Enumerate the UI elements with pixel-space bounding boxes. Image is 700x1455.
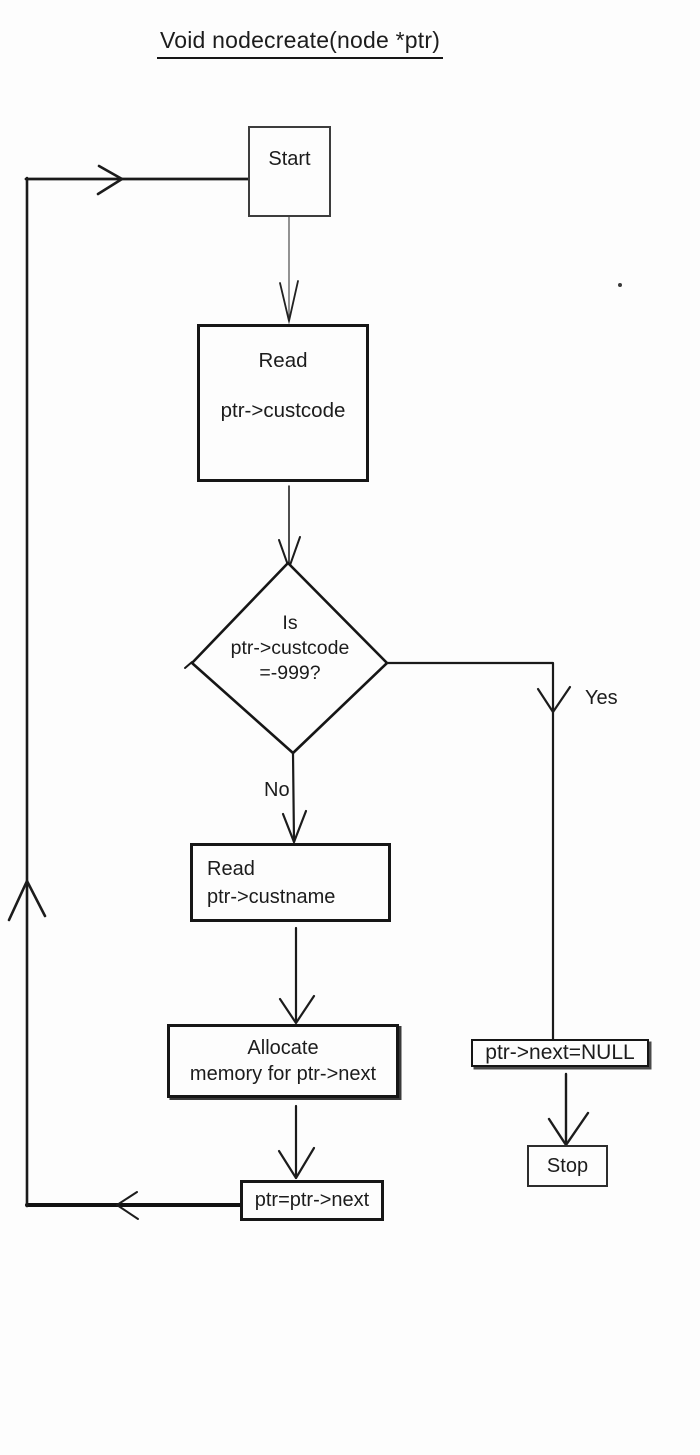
arrowhead-right-icon	[96, 164, 124, 196]
stop-node: Stop	[527, 1145, 608, 1187]
arrowhead-down-icon	[547, 1111, 590, 1147]
start-label: Start	[268, 148, 311, 170]
stop-label: Stop	[546, 1154, 589, 1177]
scan-speck	[618, 283, 622, 287]
set-null-node: ptr->next=NULL	[471, 1039, 649, 1067]
set-null-label: ptr->next=NULL	[485, 1041, 635, 1064]
read-custcode-node: Read ptr->custcode	[197, 324, 369, 482]
arrowhead-down-icon	[536, 685, 572, 714]
decision-line3: =-999?	[259, 662, 321, 684]
arrowhead-left-icon	[116, 1191, 139, 1220]
read-custcode-line2: ptr->custcode	[220, 399, 346, 422]
arrowhead-down-icon	[277, 1146, 316, 1180]
decision-line2: ptr->custcode	[230, 637, 350, 659]
decision-line1: Is	[282, 612, 298, 634]
read-custname-line1: Read	[207, 857, 255, 880]
arrowhead-down-icon	[278, 994, 316, 1025]
arrowhead-down-icon	[279, 280, 299, 322]
start-node: Start	[248, 126, 331, 217]
arrowhead-down-icon	[281, 809, 308, 844]
read-custcode-line1: Read	[258, 349, 308, 372]
assign-next-label: ptr=ptr->next	[254, 1189, 370, 1211]
edge-no	[291, 751, 296, 844]
no-branch-label: No	[264, 779, 290, 801]
edge-yes	[385, 661, 555, 1042]
allocate-memory-node: Allocate memory for ptr->next	[167, 1024, 399, 1098]
read-custname-node: Read ptr->custname	[190, 843, 391, 922]
diagram-title: Void nodecreate(node *ptr)	[0, 27, 600, 59]
yes-branch-label: Yes	[585, 687, 618, 709]
allocate-line2: memory for ptr->next	[189, 1063, 377, 1085]
arrowhead-up-icon	[7, 879, 47, 922]
allocate-line1: Allocate	[247, 1037, 319, 1059]
assign-next-node: ptr=ptr->next	[240, 1180, 384, 1221]
decision-node-text: Is ptr->custcode =-999?	[206, 611, 374, 686]
read-custname-line2: ptr->custname	[207, 885, 336, 908]
diamond-left-tick	[184, 661, 193, 669]
